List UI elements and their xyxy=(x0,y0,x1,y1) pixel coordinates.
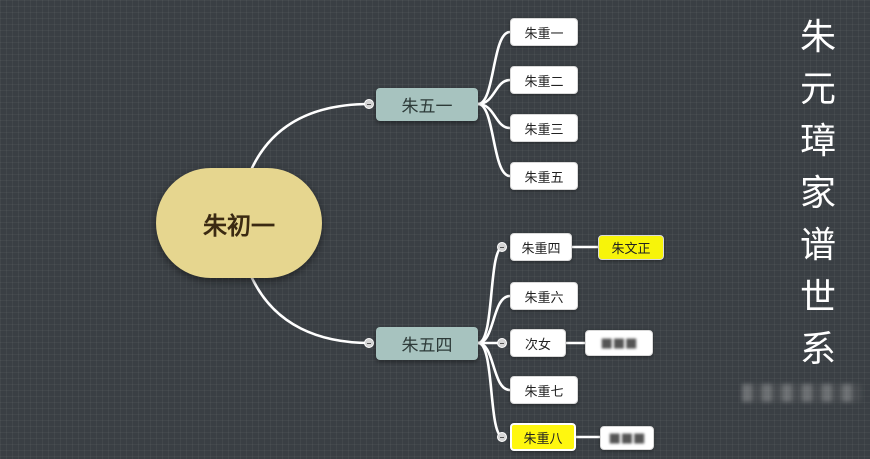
collapse-toggle-leaf-zhu-chongsi[interactable] xyxy=(497,242,507,252)
leaf-node[interactable]: 朱重一 xyxy=(510,18,578,46)
leaf-node[interactable]: 次女 xyxy=(510,329,566,357)
connector-b1-leaf-4 xyxy=(476,102,512,178)
redacted-text: ■■■ xyxy=(600,335,638,351)
grandchild-node-redacted[interactable]: ■■■ xyxy=(585,330,653,356)
connector-b2-leaf-4 xyxy=(476,341,512,392)
collapse-toggle-leaf-zhu-chongba[interactable] xyxy=(497,432,507,442)
vertical-title: 朱 元 璋 家 谱 世 系 xyxy=(794,12,842,376)
leaf-node[interactable]: 朱重七 xyxy=(510,376,578,404)
connector-b2-leaf-2 xyxy=(476,294,512,345)
redacted-text: ■■■ xyxy=(608,430,646,446)
connector-root-branch-1 xyxy=(250,102,372,170)
title-char: 元 xyxy=(799,69,836,110)
connector-root-branch-2 xyxy=(250,276,372,345)
blurred-watermark xyxy=(742,384,862,402)
title-char: 朱 xyxy=(799,17,836,58)
leaf-node[interactable]: 朱重二 xyxy=(510,66,578,94)
root-node[interactable]: 朱初一 xyxy=(156,168,322,278)
leaf-node[interactable]: 朱重五 xyxy=(510,162,578,190)
connector-b1-leaf-1 xyxy=(476,30,512,106)
title-char: 家 xyxy=(799,173,836,214)
leaf-node-highlighted[interactable]: 朱重八 xyxy=(510,423,576,451)
collapse-toggle-branch-2[interactable] xyxy=(364,338,374,348)
leaf-node[interactable]: 朱重三 xyxy=(510,114,578,142)
collapse-toggle-leaf-cinu[interactable] xyxy=(497,338,507,348)
title-char: 世 xyxy=(799,277,836,318)
branch-node-1[interactable]: 朱五一 xyxy=(376,88,478,121)
leaf-node[interactable]: 朱重六 xyxy=(510,282,578,310)
branch-node-2[interactable]: 朱五四 xyxy=(376,327,478,360)
title-char: 谱 xyxy=(799,225,836,266)
title-char: 系 xyxy=(799,329,836,370)
collapse-toggle-branch-1[interactable] xyxy=(364,99,374,109)
leaf-node[interactable]: 朱重四 xyxy=(510,233,572,261)
grandchild-node[interactable]: 朱文正 xyxy=(598,235,664,260)
title-char: 璋 xyxy=(799,121,836,162)
grandchild-node-redacted[interactable]: ■■■ xyxy=(600,426,654,450)
